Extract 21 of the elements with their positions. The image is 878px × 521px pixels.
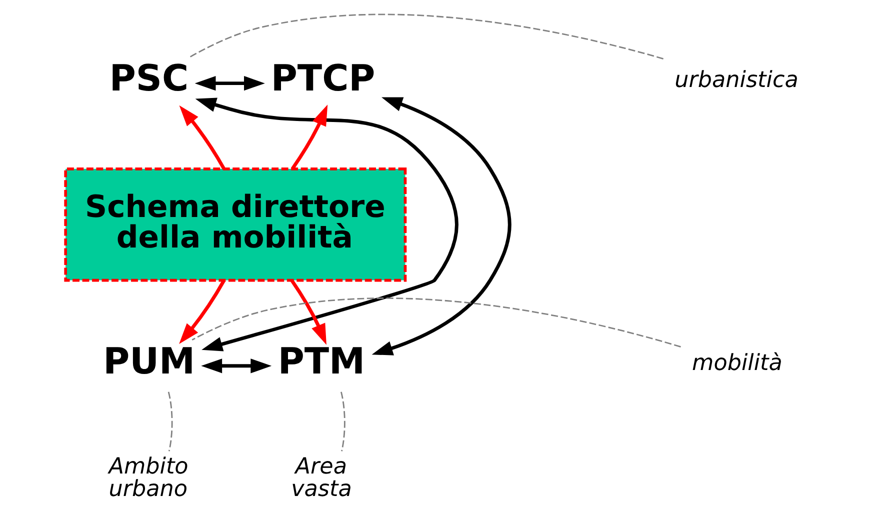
arrow — [290, 104, 328, 170]
connector — [192, 298, 681, 348]
node-box: Schema direttore della mobilità — [64, 168, 407, 282]
arrow — [372, 97, 512, 356]
connector — [340, 392, 346, 452]
node-text: urbanistica — [674, 67, 798, 94]
node-text: PSC — [109, 56, 189, 100]
arrow — [201, 358, 272, 374]
arrow — [179, 105, 226, 170]
node-text: PTCP — [270, 56, 376, 100]
arrow — [194, 76, 265, 91]
arrow — [195, 98, 458, 352]
arrow — [179, 280, 226, 344]
node-text: mobilità — [692, 350, 782, 376]
connector — [189, 14, 664, 60]
node-text: PTM — [278, 339, 366, 382]
arrow — [290, 279, 326, 345]
node-text: Area vasta — [291, 454, 352, 502]
node-text: Ambito urbano — [108, 454, 188, 502]
connector — [168, 392, 173, 452]
node-text: PUM — [103, 339, 196, 382]
